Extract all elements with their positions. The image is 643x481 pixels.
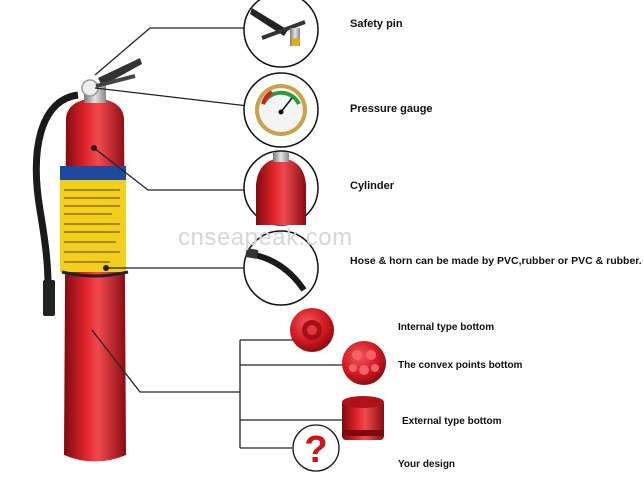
label-text-lines xyxy=(64,189,120,263)
label-convex-bottom: The convex points bottom xyxy=(398,360,523,371)
label-band-top xyxy=(60,166,126,180)
hose-strap xyxy=(61,270,129,278)
lever-carry xyxy=(95,74,136,88)
hose-nozzle xyxy=(43,280,55,316)
extinguisher-body xyxy=(64,98,126,462)
detail-safety-pin xyxy=(243,0,319,68)
label-pressure-gauge: Pressure gauge xyxy=(350,103,433,115)
bottom-external xyxy=(342,396,384,440)
label-external-bottom: External type bottom xyxy=(402,416,502,427)
bottom-internal xyxy=(290,308,334,352)
fire-extinguisher xyxy=(32,58,142,462)
bottom-convex xyxy=(342,341,386,385)
leader-lines xyxy=(91,27,345,449)
bottom-your-design: ? xyxy=(292,424,340,472)
detail-cylinder xyxy=(243,150,319,226)
watermark: cnseapeak.com xyxy=(178,224,353,251)
label-your-design: Your design xyxy=(398,459,456,470)
label-safety-pin: Safety pin xyxy=(350,18,403,30)
question-mark-icon: ? xyxy=(304,429,327,471)
lever-handle xyxy=(98,58,142,86)
label-internal-bottom: Internal type bottom xyxy=(398,322,495,333)
hose xyxy=(32,91,79,286)
label-hose-horn: Hose & horn can be made by PVC,rubber or… xyxy=(350,255,642,267)
label-cylinder: Cylinder xyxy=(350,180,395,192)
detail-pressure-gauge xyxy=(243,72,319,148)
warning-label xyxy=(60,166,126,272)
detail-hose xyxy=(243,230,319,306)
